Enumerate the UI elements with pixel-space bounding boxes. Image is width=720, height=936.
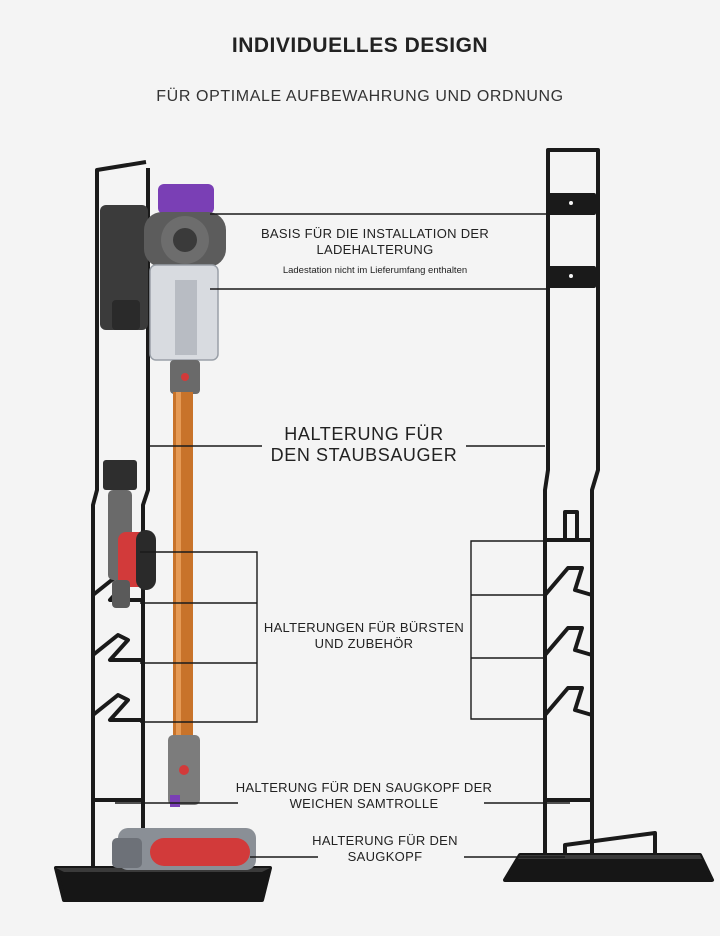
- callout-brush-holders-line1: HALTERUNGEN FÜR BÜRSTEN: [263, 620, 465, 635]
- vacuum-cleaner: [100, 184, 256, 870]
- page-title: INDIVIDUELLES DESIGN: [231, 34, 489, 57]
- page-subtitle: FÜR OPTIMALE AUFBEWAHRUNG UND ORDNUNG: [156, 88, 564, 105]
- callout-head-holder: HALTERUNG FÜR DEN SAUGKOPF: [300, 833, 470, 865]
- callout-lines: [115, 213, 570, 858]
- callout-roller-holder-line2: WEICHEN SAMTROLLE: [289, 796, 439, 811]
- callout-head-holder-line1: HALTERUNG FÜR DEN: [312, 833, 458, 848]
- callout-brush-holders: HALTERUNGEN FÜR BÜRSTEN UND ZUBEHÖR: [257, 620, 471, 652]
- callout-roller-holder-line1: HALTERUNG FÜR DEN SAUGKOPF DER: [235, 780, 493, 795]
- callout-charging-base-line2: LADEHALTERUNG: [316, 242, 434, 257]
- callout-vacuum-holder-line2: DEN STAUBSAUGER: [270, 445, 458, 465]
- callout-vacuum-holder: HALTERUNG FÜR DEN STAUBSAUGER: [262, 424, 466, 466]
- callout-charging-note: Ladestation nicht im Lieferumfang enthal…: [282, 265, 468, 276]
- callout-charging-base: BASIS FÜR DIE INSTALLATION DER LADEHALTE…: [255, 226, 495, 258]
- callout-roller-holder: HALTERUNG FÜR DEN SAUGKOPF DER WEICHEN S…: [232, 780, 496, 812]
- callout-brush-holders-line2: UND ZUBEHÖR: [314, 636, 414, 651]
- right-stand: [503, 148, 714, 882]
- callout-head-holder-line2: SAUGKOPF: [347, 849, 423, 864]
- callout-charging-base-line1: BASIS FÜR DIE INSTALLATION DER: [260, 226, 490, 241]
- callout-vacuum-holder-line1: HALTERUNG FÜR: [284, 424, 444, 444]
